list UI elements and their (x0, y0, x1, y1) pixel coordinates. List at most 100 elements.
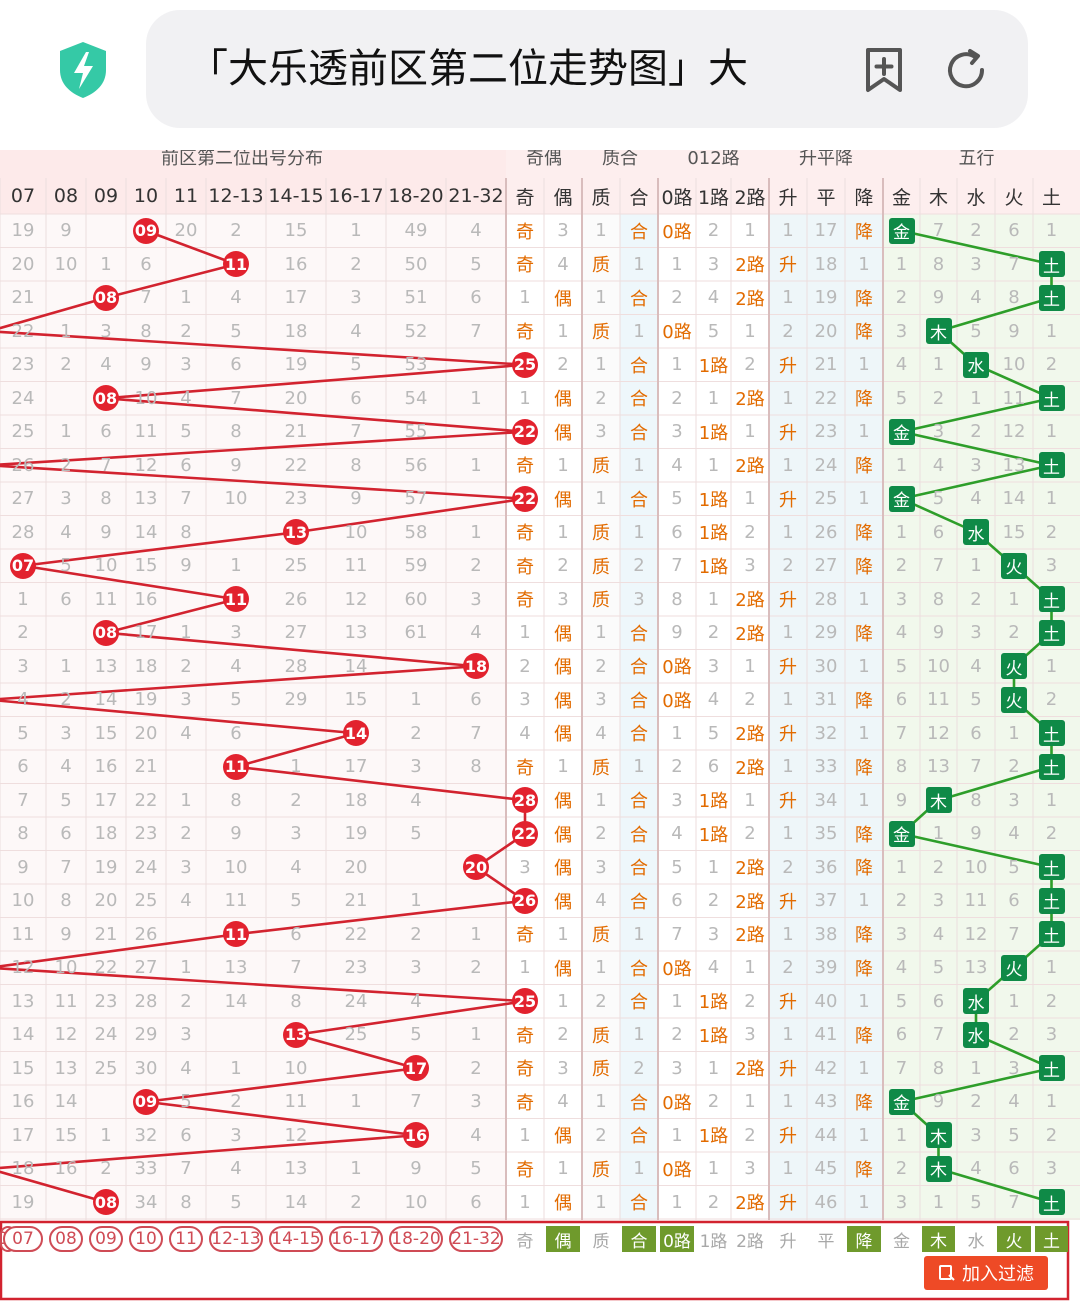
element-miss: 5 (970, 1191, 982, 1213)
filter-attribute-toggle[interactable]: 金 (893, 1231, 910, 1252)
element-miss: 2 (932, 856, 945, 878)
filter-attribute-toggle[interactable]: 偶 (546, 1226, 580, 1252)
miss-count: 18 (344, 789, 368, 811)
filter-number-toggle[interactable]: 21-32 (449, 1226, 503, 1252)
road-cell: 1 (744, 789, 756, 811)
trend-cell: 降 (855, 858, 873, 880)
trend-cell: 1 (858, 354, 870, 376)
trend-cell: 升 (779, 355, 797, 377)
oe-cell: 1 (557, 756, 569, 778)
filter-number-toggle[interactable]: 12-13 (209, 1226, 263, 1252)
filter-attribute-toggle[interactable]: 平 (817, 1231, 835, 1252)
bookmark-add-icon[interactable] (860, 46, 908, 94)
filter-number-toggle[interactable]: 14-15 (269, 1226, 323, 1252)
element-miss: 2 (1008, 622, 1020, 644)
miss-count: 7 (470, 320, 482, 342)
filter-attribute-toggle[interactable]: 水 (967, 1231, 985, 1252)
trend-cell: 1 (858, 655, 870, 677)
miss-count: 7 (180, 1158, 192, 1180)
miss-count: 15 (134, 555, 158, 577)
road-cell: 1路 (698, 1025, 729, 1047)
filter-number-toggle[interactable]: 10 (129, 1226, 163, 1252)
reload-icon[interactable] (942, 46, 990, 94)
road-cell: 1 (744, 220, 756, 242)
shield-bolt-icon[interactable] (56, 40, 110, 100)
oe-cell: 奇 (516, 590, 534, 612)
filter-number-toggle[interactable]: 07 (3, 1226, 43, 1252)
miss-count: 17 (11, 1124, 35, 1146)
drawn-number-ball: 18 (463, 653, 489, 680)
pc-cell: 1 (633, 521, 645, 543)
filter-attribute-toggle[interactable]: 土 (1035, 1226, 1068, 1252)
miss-count: 6 (350, 387, 362, 409)
drawn-number-ball: 11 (223, 586, 249, 613)
road-cell: 2 (707, 220, 720, 242)
miss-count: 7 (140, 287, 152, 309)
miss-count: 25 (134, 890, 158, 912)
trend-cell: 降 (855, 523, 873, 545)
miss-count: 2 (230, 1091, 242, 1113)
filter-attribute-toggle[interactable]: 0路 (660, 1226, 694, 1252)
trend-cell: 2 (782, 957, 794, 979)
add-filter-button[interactable]: 加入过滤 (924, 1256, 1048, 1290)
element-miss: 3 (895, 320, 908, 342)
pc-cell: 2 (595, 387, 607, 409)
road-cell: 2路 (735, 623, 765, 645)
road-cell: 5 (707, 320, 720, 342)
filter-number-toggle[interactable]: 11 (169, 1226, 203, 1252)
address-bar[interactable]: 「大乐透前区第二位走势图」大 (146, 10, 1028, 128)
filter-attribute-toggle[interactable]: 奇 (516, 1231, 534, 1252)
filter-attribute-toggle[interactable]: 2路 (736, 1231, 764, 1252)
trend-cell: 28 (814, 588, 838, 610)
page-title[interactable]: 「大乐透前区第二位走势图」大 (188, 46, 748, 92)
oe-cell: 1 (519, 622, 531, 644)
element-miss: 1 (970, 555, 982, 577)
filter-attribute-toggle[interactable]: 1路 (699, 1231, 728, 1252)
miss-count: 4 (470, 622, 482, 644)
element-zone-header (883, 150, 1080, 214)
trend-cell: 升 (779, 1193, 797, 1215)
trend-cell: 1 (782, 521, 794, 543)
trend-cell: 降 (855, 690, 873, 712)
miss-count: 17 (284, 287, 308, 309)
miss-count: 21 (11, 287, 35, 309)
filter-number-toggle[interactable]: 08 (49, 1226, 83, 1252)
pc-cell: 合 (630, 623, 648, 645)
trend-cell: 46 (814, 1191, 838, 1213)
miss-count: 50 (404, 253, 428, 275)
filter-attribute-toggle[interactable]: 合 (622, 1226, 656, 1252)
trend-cell: 20 (814, 320, 838, 342)
road-cell: 2 (744, 689, 756, 711)
miss-count: 61 (404, 622, 428, 644)
element-mark: 木 (925, 787, 952, 814)
filter-number-toggle[interactable]: 09 (89, 1226, 123, 1252)
trend-cell: 18 (814, 253, 838, 275)
oe-cell: 偶 (554, 288, 572, 310)
filter-attribute-toggle[interactable]: 火 (997, 1226, 1031, 1252)
filter-attribute-toggle[interactable]: 降 (847, 1226, 881, 1252)
miss-count: 12 (54, 1024, 78, 1046)
group-header: 奇偶 (526, 150, 562, 169)
miss-count: 7 (60, 856, 72, 878)
pc-cell: 合 (630, 1193, 648, 1215)
miss-count: 1 (230, 555, 242, 577)
element-miss: 1 (1008, 588, 1020, 610)
miss-count: 20 (174, 220, 198, 242)
filter-attribute-toggle[interactable]: 升 (779, 1231, 797, 1252)
miss-count: 1 (180, 622, 192, 644)
miss-count: 55 (404, 421, 428, 443)
road-cell: 1路 (698, 824, 729, 846)
miss-count: 8 (140, 320, 152, 342)
miss-count: 51 (404, 287, 428, 309)
filter-attribute-toggle[interactable]: 木 (922, 1226, 955, 1252)
miss-count: 10 (54, 253, 78, 275)
road-cell: 1路 (698, 791, 729, 813)
miss-count: 5 (60, 555, 72, 577)
road-cell: 3 (744, 1158, 756, 1180)
miss-count: 1 (350, 1158, 362, 1180)
filter-number-toggle[interactable]: 16-17 (329, 1226, 383, 1252)
filter-attribute-toggle[interactable]: 质 (592, 1231, 610, 1252)
filter-number-toggle[interactable]: 18-20 (389, 1226, 443, 1252)
element-miss: 2 (1045, 823, 1058, 845)
pc-cell: 合 (630, 355, 648, 377)
